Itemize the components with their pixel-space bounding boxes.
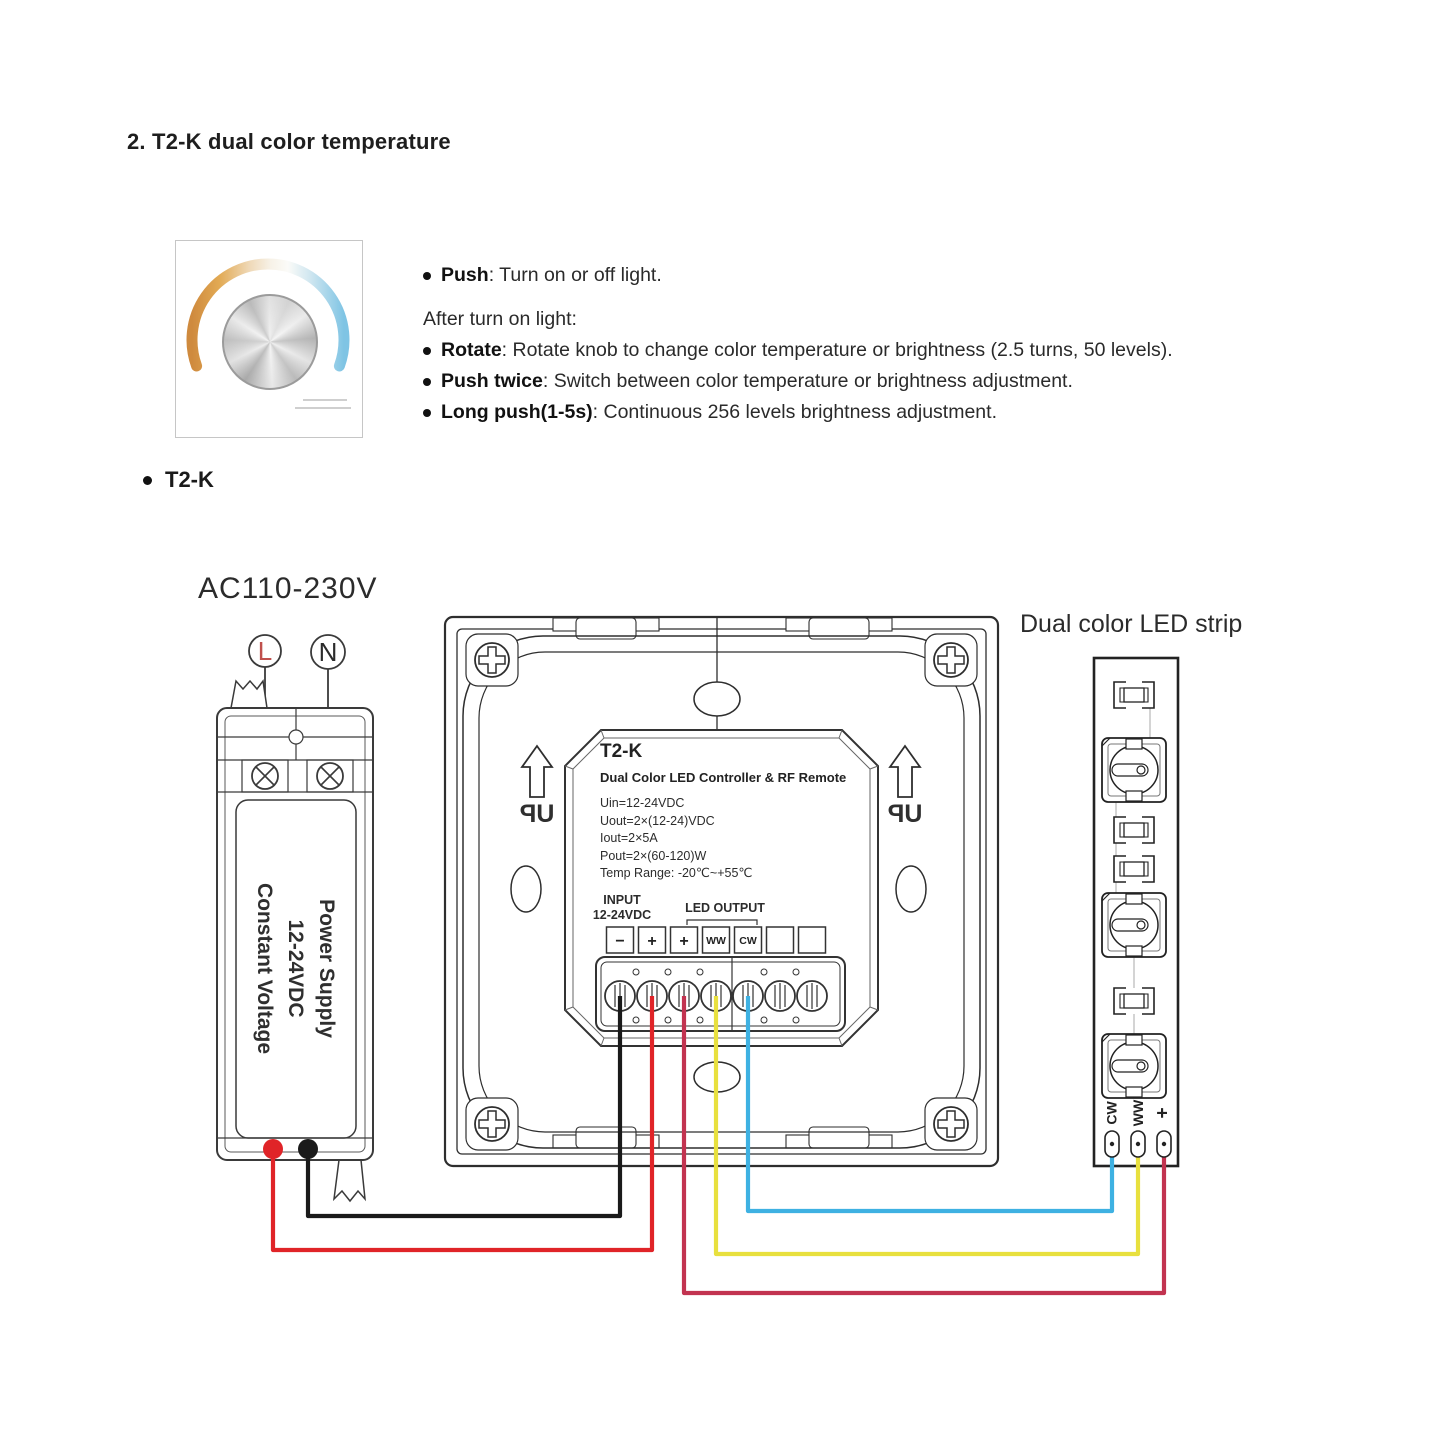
terminal-plus-label: + [679, 933, 688, 950]
instruction-push-twice: Push twice: Switch between color tempera… [423, 369, 1413, 394]
instruction-label: Long push(1-5s) [441, 401, 593, 423]
color-temperature-arc [186, 258, 350, 372]
psu-label-line: Power Supply [315, 899, 338, 1038]
instruction-text: : Rotate knob to change color temperatur… [501, 339, 1173, 361]
wire-dc-negative [305, 996, 623, 1219]
ac-input-label: AC110-230V [198, 572, 378, 605]
psu-label-line: Constant Voltage [253, 882, 276, 1055]
wire-cool-white [745, 996, 1115, 1214]
spec-line: Uout=2×(12-24)VDC [600, 813, 715, 828]
phillips-screw-icon [478, 646, 506, 674]
instruction-text: : Continuous 256 levels brightness adjus… [592, 401, 997, 423]
module-subtitle: Dual Color LED Controller & RF Remote [600, 770, 847, 785]
phillips-screw-icon [478, 1110, 506, 1138]
instruction-text: : Turn on or off light. [488, 264, 662, 286]
pad-label-plus: + [1152, 1107, 1174, 1119]
up-label-mirrored: UP [519, 800, 555, 828]
wire-warm-white [713, 996, 1141, 1257]
spec-line: Iout=2×5A [600, 831, 658, 846]
fine-print-line [295, 407, 351, 409]
spec-line: Uin=12-24VDC [600, 796, 685, 810]
wire-dc-positive [270, 996, 655, 1253]
bullet-icon [423, 409, 431, 417]
led-strip [1092, 656, 1180, 1168]
instruction-label: Push [441, 264, 489, 286]
module-specs: Uin=12-24VDC Uout=2×(12-24)VDC Iout=2×5A… [600, 795, 752, 883]
bullet-icon [423, 272, 431, 280]
instruction-text: : Switch between color temperature or br… [542, 370, 1073, 392]
dc-negative-terminal [298, 1139, 318, 1159]
bullet-icon [143, 475, 152, 485]
section-t2k: T2-K [143, 467, 214, 493]
terminal-plus-label: + [647, 933, 656, 950]
phillips-screw-icon [937, 646, 965, 674]
instruction-push: Push: Turn on or off light. [423, 263, 1373, 288]
spec-line: Pout=2×(60-120)W [600, 848, 707, 863]
led-chip-icon [1101, 737, 1167, 1099]
terminal-cw-label: CW [739, 935, 757, 947]
terminal-minus-label: − [615, 933, 624, 950]
psu-label-wrap: Power Supply 12-24VDC Constant Voltage [127, 883, 464, 1054]
fine-print-line [303, 399, 347, 401]
controller-module: − + + WW CW [564, 729, 879, 1047]
up-arrow-icon [520, 744, 554, 798]
up-arrow-icon [888, 744, 922, 798]
instruction-label: Push twice [441, 370, 543, 392]
up-label-mirrored: UP [887, 800, 923, 828]
bullet-icon [423, 347, 431, 355]
page-title: 2. T2-K dual color temperature [127, 129, 451, 154]
input-voltage-label: 12-24VDC [592, 908, 652, 922]
power-supply [216, 679, 374, 1203]
ac-terminals: L N [248, 634, 346, 762]
neutral-terminal-label: N [319, 637, 338, 667]
terminal-ww-label: WW [706, 935, 726, 947]
section-label: T2-K [165, 467, 214, 492]
psu-label-line: 12-24VDC [284, 919, 307, 1018]
wires [270, 996, 1167, 1296]
corner-screws [465, 633, 978, 1151]
terminal-label-boxes: − + + WW CW [605, 926, 827, 954]
bullet-icon [423, 378, 431, 386]
strip-pads [1104, 1130, 1172, 1158]
terminal-block [595, 956, 846, 1032]
input-label: INPUT [603, 893, 641, 907]
instruction-label: Rotate [441, 339, 502, 361]
wire-strip-positive [681, 996, 1167, 1296]
psu-label: Power Supply 12-24VDC Constant Voltage [249, 800, 342, 1137]
dc-positive-terminal [263, 1139, 283, 1159]
instruction-long-push: Long push(1-5s): Continuous 256 levels b… [423, 400, 1413, 425]
line-terminal-label: L [258, 636, 272, 666]
led-strip-label: Dual color LED strip [1020, 610, 1243, 638]
resistor-icon [1113, 681, 1155, 1015]
rotary-knob [222, 294, 318, 390]
instruction-rotate: Rotate: Rotate knob to change color temp… [423, 338, 1413, 363]
module-name: T2-K [600, 741, 643, 762]
led-output-label: LED OUTPUT [685, 901, 765, 915]
phillips-screw-icon [937, 1110, 965, 1138]
spec-line: Temp Range: -20℃~+55℃ [600, 866, 753, 881]
instruction-after: After turn on light: [423, 308, 577, 330]
